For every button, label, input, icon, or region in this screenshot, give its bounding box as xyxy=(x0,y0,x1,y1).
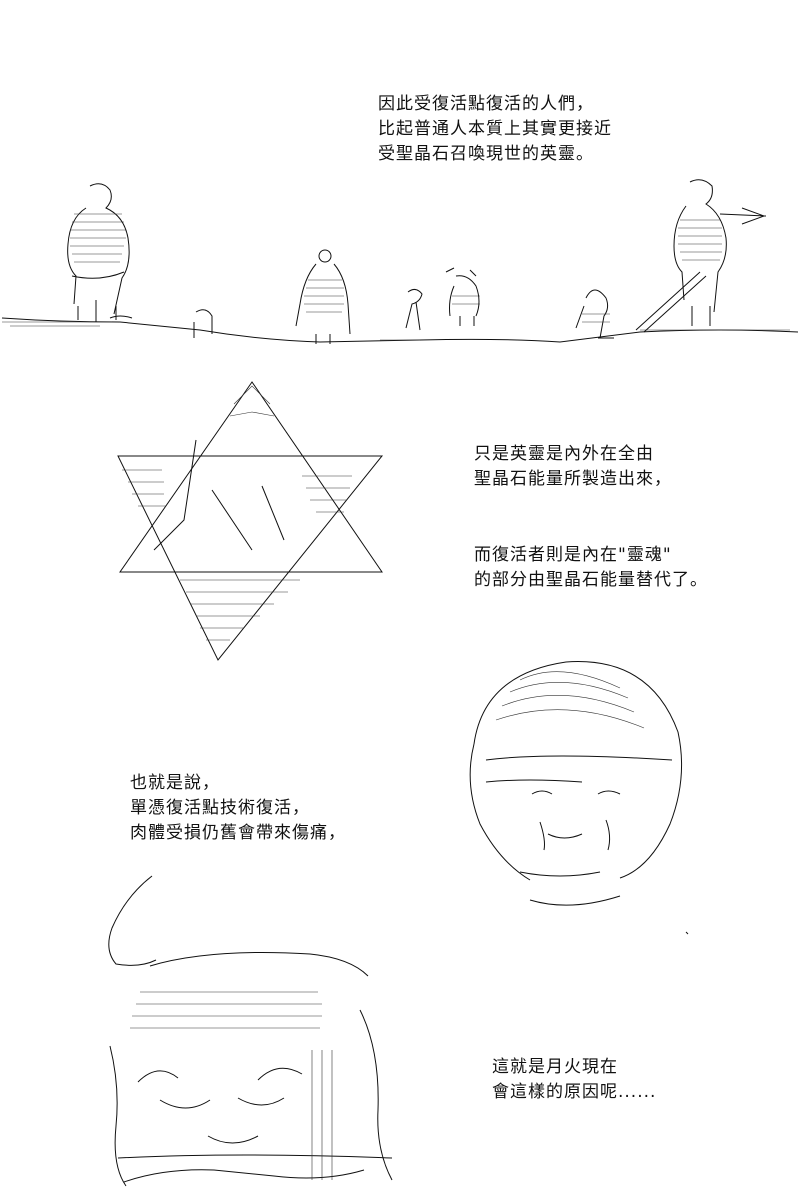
caption-line: 聖晶石能量所製造出來， xyxy=(474,469,672,489)
caption-line: 這就是月火現在 xyxy=(492,1057,618,1077)
figure-group-center xyxy=(405,267,480,331)
crying-girl-art xyxy=(469,661,689,935)
caption-line: 會這樣的原因呢...... xyxy=(492,1082,657,1102)
sleeping-girl-art xyxy=(108,875,393,1187)
figure-middle xyxy=(295,249,351,344)
caption-line: 肉體受損仍舊會帶來傷痛， xyxy=(130,823,346,843)
caption-heroes: 因此受復活點復活的人們， 比起普通人本質上其實更接近 受聖晶石召喚現世的英靈。 xyxy=(378,92,612,167)
caption-revived-soul: 而復活者則是內在"靈魂" 的部分由聖晶石能量替代了。 xyxy=(474,543,708,593)
caption-line: 只是英靈是內外在全由 xyxy=(474,444,654,464)
figure-right-center xyxy=(575,289,614,339)
caption-reason: 這就是月火現在 會這樣的原因呢...... xyxy=(492,1055,656,1105)
caption-line: 的部分由聖晶石能量替代了。 xyxy=(474,570,708,590)
caption-line: 而復活者則是內在"靈魂" xyxy=(474,545,672,565)
caption-line: 也就是說， xyxy=(130,773,220,793)
star-crystal-art xyxy=(117,381,384,661)
caption-line: 比起普通人本質上其實更接近 xyxy=(378,119,612,139)
caption-heroic-spirit: 只是英靈是內外在全由 聖晶石能量所製造出來， xyxy=(474,442,672,492)
figure-swordsman-right xyxy=(635,179,767,333)
caption-line: 因此受復活點復活的人們， xyxy=(378,94,594,114)
caption-line: 受聖晶石召喚現世的英靈。 xyxy=(378,144,594,164)
caption-line: 單憑復活點技術復活， xyxy=(130,798,310,818)
caption-pain: 也就是說， 單憑復活點技術復活， 肉體受損仍舊會帶來傷痛， xyxy=(130,771,346,846)
heroes-silhouettes-art xyxy=(1,179,799,344)
figure-warrior-left xyxy=(67,183,133,322)
figure-small-left xyxy=(193,309,213,338)
